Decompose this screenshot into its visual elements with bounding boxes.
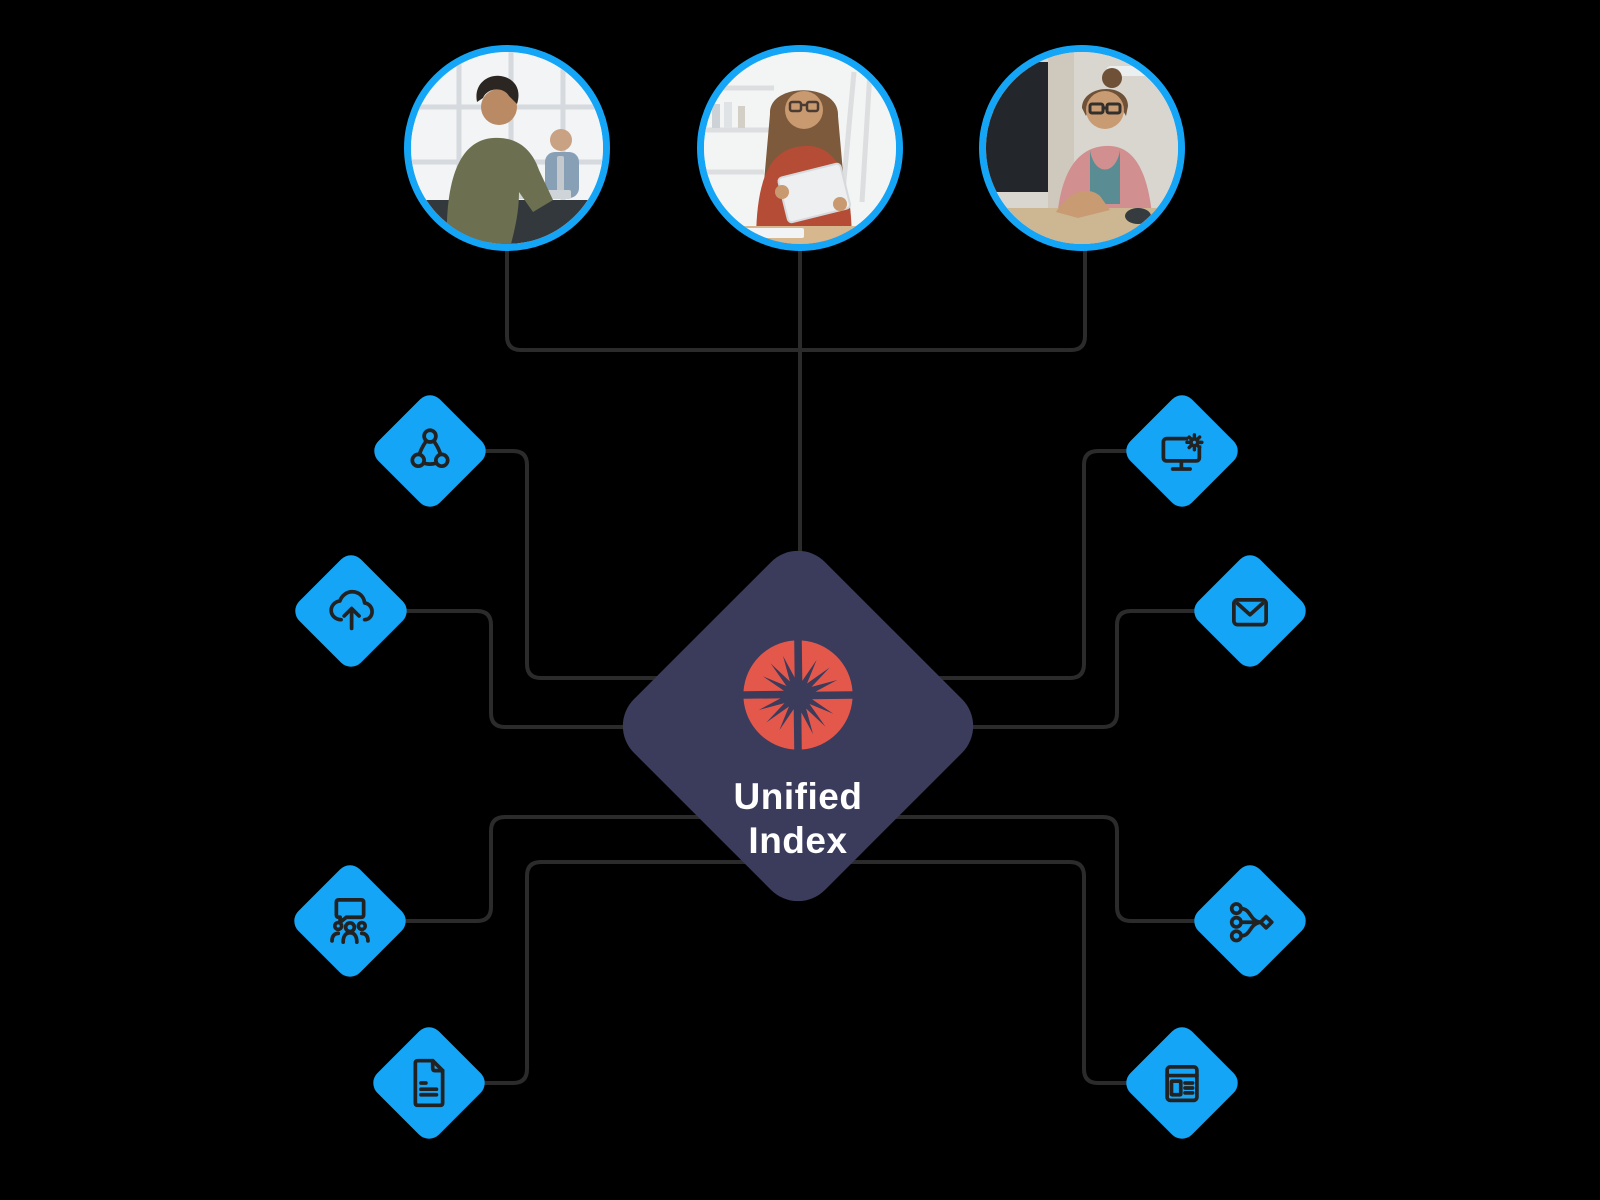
pinwheel-logo-icon — [743, 640, 853, 750]
connector-left-1 — [470, 449, 720, 680]
connector-left-3 — [392, 815, 720, 923]
unified-index-label-line1: Unified — [733, 776, 863, 817]
person-photo-middle — [697, 45, 903, 251]
unified-index-content: Unified Index — [668, 632, 928, 862]
share-network-icon — [399, 420, 461, 482]
connector-right-4 — [850, 860, 1140, 1085]
unified-index-label-line2: Index — [748, 819, 848, 861]
data-merge-icon — [1219, 890, 1281, 952]
team-discussion-icon — [319, 890, 381, 952]
person-photo-left — [404, 45, 610, 251]
connector-left-4 — [470, 860, 760, 1085]
person-photo-right-illustration — [986, 52, 1178, 244]
document-icon — [398, 1052, 460, 1114]
person-photo-left-illustration — [411, 52, 603, 244]
unified-index-label: Unified Index — [668, 775, 928, 862]
connector-photos — [505, 245, 1087, 352]
person-photo-middle-illustration — [704, 52, 896, 244]
email-icon — [1219, 580, 1281, 642]
computer-settings-icon — [1151, 420, 1213, 482]
connector-right-1 — [880, 449, 1140, 680]
connector-left-2 — [392, 609, 660, 729]
connector-right-2 — [940, 609, 1210, 729]
cloud-upload-icon — [320, 580, 382, 642]
web-page-icon — [1151, 1052, 1213, 1114]
connector-right-3 — [880, 815, 1210, 923]
person-photo-right — [979, 45, 1185, 251]
